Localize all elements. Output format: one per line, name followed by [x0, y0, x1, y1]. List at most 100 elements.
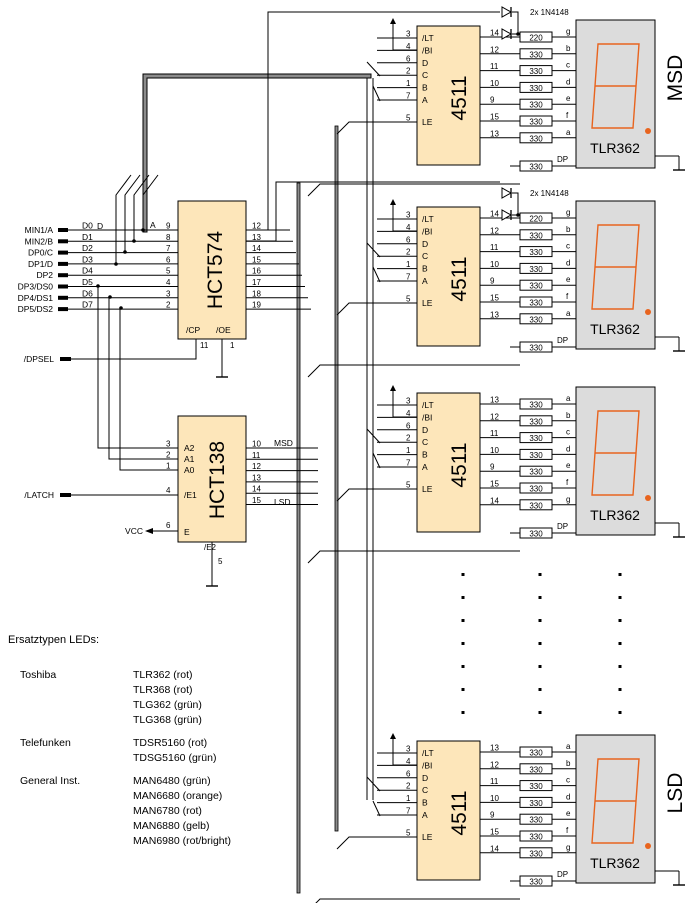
lsd-select-label: LSD [274, 497, 291, 507]
vcc-up-arrow [390, 385, 396, 391]
resistor-value: 330 [529, 265, 543, 274]
hct574-chip [177, 200, 247, 340]
pin-number: 5 [406, 114, 411, 123]
input-pin-marker [58, 273, 68, 278]
bus-tap [366, 242, 381, 258]
pin-number: 7 [166, 244, 171, 253]
resistor-value: 330 [529, 782, 543, 791]
pin-number: 5 [406, 829, 411, 838]
segment-resistor [519, 31, 553, 43]
segment-resistor [519, 48, 553, 60]
segment-label: g [566, 843, 570, 852]
resistor-value: 330 [529, 315, 543, 324]
diode-2 [501, 209, 513, 221]
decimal-point [645, 495, 651, 501]
replacement-part: TLR362 (rot) [133, 669, 193, 681]
pin-number: 1 [230, 341, 235, 350]
le-label: LE [422, 832, 433, 842]
resistor-value: 330 [529, 833, 543, 842]
pin-number: 14 [490, 844, 499, 853]
replacement-part: TDSR5160 (rot) [133, 737, 207, 749]
continuation-dot [461, 688, 465, 691]
segment-label: f [566, 826, 569, 835]
pin-number: 3 [166, 289, 171, 298]
input-label: DP3/DS0 [18, 282, 54, 292]
pin-number: 9 [490, 277, 495, 286]
pin-number: 18 [252, 289, 261, 298]
dpsel-wire [71, 339, 197, 360]
dp-strobe [315, 898, 520, 903]
decoder-pin-label: B [422, 450, 428, 460]
bus-d-label: D [97, 221, 103, 231]
decoder-pin-label: /BI [422, 760, 432, 770]
resistor-value: 330 [529, 501, 543, 510]
le-wire [336, 121, 417, 135]
address-bus [142, 73, 372, 233]
segment-label: g [566, 27, 570, 36]
pin-number: 6 [406, 235, 411, 244]
pin-number: 14 [490, 496, 499, 505]
decoder-pin-label: D [422, 425, 428, 435]
maker-name: Toshiba [20, 669, 56, 681]
decoder-pin-label: /LT [422, 214, 434, 224]
decoder-pin-label: /BI [422, 226, 432, 236]
resistor-value: 330 [529, 765, 543, 774]
dp-resistor [519, 527, 553, 539]
vcc-up-arrow [390, 733, 396, 739]
pin-number: 11 [200, 341, 209, 350]
segment-label: e [566, 461, 571, 470]
segment-resistor [519, 763, 553, 775]
resistor-value: 330 [529, 878, 543, 887]
pin-number: 15 [252, 496, 261, 505]
decoder-pin-label: D [422, 773, 428, 783]
decoder-label: 4511 [448, 790, 471, 835]
pin-number: 15 [490, 294, 499, 303]
pin-number: 1 [406, 260, 411, 269]
continuation-dot [538, 688, 542, 691]
bus-tap [133, 174, 150, 241]
dp-strobe [307, 183, 520, 197]
input-pin-marker [58, 228, 68, 232]
segment-label: f [566, 292, 569, 301]
resistor-value: 220 [529, 215, 543, 224]
decimal-point [645, 128, 651, 134]
dp-label: DP [557, 522, 568, 531]
segment-resistor [519, 132, 553, 144]
pin-number: 2 [406, 67, 411, 76]
pin-number: 4 [166, 486, 171, 495]
segment-resistor [519, 81, 553, 93]
diode-1 [501, 6, 513, 18]
decoder-pin-label: A [422, 810, 428, 820]
segment-resistor [519, 448, 553, 460]
input-pin-marker [58, 239, 68, 244]
pin-number: 12 [252, 222, 261, 231]
bus-a-label: A [150, 220, 156, 230]
resistor-value: 330 [529, 401, 543, 410]
pin-number: 9 [490, 463, 495, 472]
pin-number: 3 [406, 211, 411, 220]
pin-number: 13 [490, 396, 499, 405]
pin-number: 1 [406, 79, 411, 88]
pin-number: 7 [406, 92, 411, 101]
resistor-value: 330 [529, 282, 543, 291]
continuation-dot [538, 596, 542, 599]
decoder-pin-label: /LT [422, 33, 434, 43]
resistor-value: 330 [529, 299, 543, 308]
decoder-pin-label: /BI [422, 45, 432, 55]
segment-resistor [519, 279, 553, 291]
vcc-tie [392, 739, 417, 766]
data-bit-label: D5 [82, 277, 93, 287]
dp-strobe [307, 364, 520, 378]
vcc-label: VCC [125, 526, 143, 536]
dp-resistor [519, 875, 553, 887]
pin-number: 1 [406, 446, 411, 455]
segment-label: c [566, 776, 570, 785]
decoder-pin-label: A [422, 95, 428, 105]
resistor-value: 330 [529, 451, 543, 460]
pin-number: 13 [252, 473, 261, 482]
pin-number: 2 [406, 434, 411, 443]
le-wire [336, 836, 417, 850]
diode-2 [501, 28, 513, 40]
vcc-tie [392, 391, 417, 418]
